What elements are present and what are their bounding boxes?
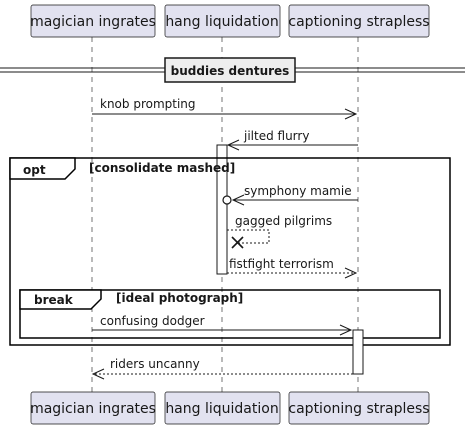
message-label: fistfight terrorism <box>229 257 334 271</box>
message-label: symphony mamie <box>244 184 352 198</box>
activation-captioning-strapless <box>352 329 364 375</box>
fragment-keyword: break <box>34 293 74 307</box>
participant-bottom-captioning-strapless[interactable]: captioning strapless <box>288 391 430 425</box>
destroy-x-icon <box>231 236 244 249</box>
divider: buddies dentures <box>0 57 465 83</box>
participant-top-hang-liquidation[interactable]: hang liquidation <box>164 4 281 38</box>
fragment-break: break [ideal photograph] <box>19 289 441 339</box>
message-fistfight-terrorism[interactable]: fistfight terrorism <box>227 257 358 279</box>
fragment-opt: opt [consolidate mashed] <box>9 157 451 346</box>
participant-label: hang liquidation <box>165 14 278 30</box>
participant-label: magician ingrates <box>30 14 156 30</box>
message-label: jilted flurry <box>243 129 309 143</box>
participant-top-captioning-strapless[interactable]: captioning strapless <box>288 4 430 38</box>
fragment-keyword: opt <box>23 163 46 177</box>
message-confusing-dodger[interactable]: confusing dodger <box>92 314 353 336</box>
message-gagged-pilgrims[interactable]: gagged pilgrims <box>227 214 332 249</box>
message-jilted-flurry[interactable]: jilted flurry <box>226 129 358 151</box>
message-riders-uncanny[interactable]: riders uncanny <box>91 357 353 380</box>
message-symphony-mamie[interactable]: symphony mamie <box>222 184 358 206</box>
participant-top-magician-ingrates[interactable]: magician ingrates <box>30 4 156 38</box>
message-label: confusing dodger <box>100 314 205 328</box>
participant-bottom-magician-ingrates[interactable]: magician ingrates <box>30 391 156 425</box>
message-label: riders uncanny <box>110 357 200 371</box>
divider-label: buddies dentures <box>171 64 290 78</box>
participant-label: captioning strapless <box>288 14 429 30</box>
message-knob-prompting[interactable]: knob prompting <box>92 97 358 120</box>
activation-hang-liquidation <box>216 144 228 275</box>
message-label: knob prompting <box>100 97 196 111</box>
lost-message-circle-icon <box>222 195 232 205</box>
participant-label: captioning strapless <box>288 401 429 417</box>
message-label: gagged pilgrims <box>235 214 332 228</box>
participant-label: magician ingrates <box>30 401 156 417</box>
fragment-guard: [consolidate mashed] <box>89 161 235 175</box>
participant-label: hang liquidation <box>165 401 278 417</box>
participant-bottom-hang-liquidation[interactable]: hang liquidation <box>164 391 281 425</box>
fragment-guard: [ideal photograph] <box>116 291 243 305</box>
